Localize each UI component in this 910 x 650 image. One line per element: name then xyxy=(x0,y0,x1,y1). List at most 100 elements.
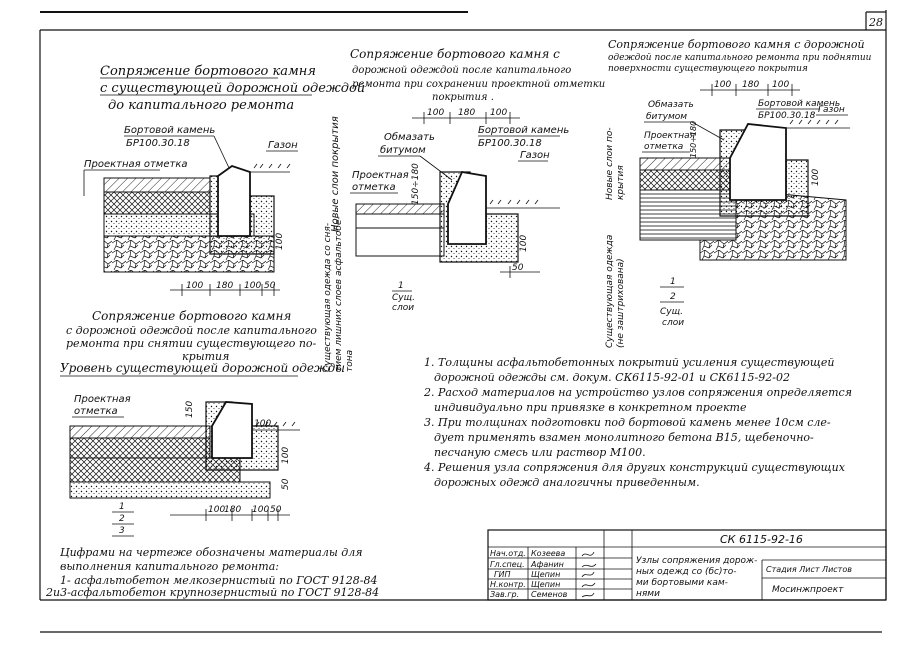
tb-title-4: нями xyxy=(636,589,660,599)
d3-bitumen-2: битумом xyxy=(646,112,687,122)
tb-role-1: Нач.отд. xyxy=(490,549,526,558)
d2-dim-v: 100 xyxy=(519,235,529,252)
d3-title-line2: одеждой после капитального ремонта при п… xyxy=(608,53,872,63)
d3-design-mark-2: отметка xyxy=(644,142,683,152)
tb-name-2: Афанин xyxy=(530,560,564,569)
d3-layer-2: 2 xyxy=(670,292,676,302)
d2-title-line4: покрытия . xyxy=(432,92,494,103)
d2-curb-label: Бортовой камень xyxy=(478,125,569,136)
note-3-line1: 3. При толщинах подготовки под бортовой … xyxy=(424,416,831,429)
tb-title-1: Узлы сопряжения дорож- xyxy=(636,556,757,566)
d2-existing-side-2: тием лишних слоев асфальтобе- xyxy=(334,216,344,372)
tb-role-2: Гл.спец. xyxy=(490,560,525,569)
note-1-line1: 1. Толщины асфальтобетонных покрытий уси… xyxy=(424,356,834,369)
d3-layer-sloi: слои xyxy=(662,318,684,328)
title-block: СК 6115-92-16 Нач.отд. Гл.спец. ГИП Н.ко… xyxy=(487,529,887,601)
d1-curb-label: Бортовой камень xyxy=(124,125,215,136)
tb-role-3: ГИП xyxy=(494,570,510,579)
d1-dim-100b: 100 xyxy=(244,281,261,291)
d3-dim-100b: 100 xyxy=(772,80,789,90)
d2-lawn-label: Газон xyxy=(520,150,550,161)
d1-title-line2: с существующей дорожной одеждой xyxy=(100,81,365,96)
d3-title-line1: Сопряжение бортового камня с дорожной xyxy=(608,38,865,51)
signature-marks xyxy=(581,551,597,598)
detail-3: Сопряжение бортового камня с дорожной од… xyxy=(605,38,872,348)
d2-title-line3: ремонта при сохранении проектной отметки xyxy=(352,79,605,90)
d4-dim-50-v: 50 xyxy=(281,478,291,490)
d2-layer-sush: Сущ. xyxy=(392,293,415,303)
d3-dim-100a: 100 xyxy=(714,80,731,90)
d3-dim-150: 150÷180 xyxy=(689,121,698,158)
d1-lawn-label: Газон xyxy=(268,140,298,151)
d1-dim-v: 100 xyxy=(275,233,285,250)
d2-curb-code: БР100.30.18 xyxy=(478,138,542,149)
d2-title-line2: дорожной одеждой после капитального xyxy=(352,65,571,76)
tb-role-5: Зав.гр. xyxy=(490,590,519,599)
note-2-line1: 2. Расход материалов на устройство узлов… xyxy=(423,386,852,399)
note-2-line2: индивидуально при привязке в конкретном … xyxy=(434,401,747,414)
d3-existing-1: Существующая одежда xyxy=(605,235,615,348)
d2-design-mark-2: отметка xyxy=(352,182,396,193)
d2-existing-side-3: тона xyxy=(345,350,355,372)
d1-title-line1: Сопряжение бортового камня xyxy=(100,64,316,79)
d4-title-line1: Сопряжение бортового камня xyxy=(92,309,291,323)
d3-design-mark-1: Проектная xyxy=(644,131,696,141)
tb-title-3: ми бортовыми кам- xyxy=(636,578,728,588)
d4-level: Уровень существующей дорожной одежды xyxy=(60,361,345,375)
d3-new-layers-2: крытия xyxy=(616,165,626,200)
d4-title-line4: крытия xyxy=(182,350,229,363)
d3-layer-1: 1 xyxy=(670,277,676,287)
d1-title-line3: до капитального ремонта xyxy=(108,98,294,113)
legend-line2: выполнения капитального ремонта: xyxy=(60,560,279,573)
d1-design-mark: Проектная отметка xyxy=(84,159,188,170)
page-number: 28 xyxy=(868,16,883,29)
d2-title-line1: Сопряжение бортового камня с xyxy=(350,47,560,61)
d2-dim-100a: 100 xyxy=(427,108,444,118)
d2-existing-side-1: Существующая одежда со сня- xyxy=(323,223,333,372)
d4-dim-50: 50 xyxy=(270,505,282,515)
d2-dim-150: 150÷180 xyxy=(411,163,421,205)
d4-dim-150: 150 xyxy=(185,401,195,418)
d4-layer-1: 1 xyxy=(119,502,125,512)
d4-dim-v: 100 xyxy=(281,447,291,464)
d4-design-mark-1: Проектная xyxy=(74,394,131,405)
drawing-code: СК 6115-92-16 xyxy=(720,533,803,546)
d1-dim-180: 180 xyxy=(216,281,233,291)
notes: 1. Толщины асфальтобетонных покрытий уси… xyxy=(423,356,852,489)
d2-dim-100b: 100 xyxy=(490,108,507,118)
d2-dim-180: 180 xyxy=(458,108,475,118)
d4-dim-100b: 100 xyxy=(252,505,269,515)
d3-layer-sush: Сущ. xyxy=(660,307,683,317)
d2-layer-sloi: слои xyxy=(392,303,414,313)
d3-new-layers-1: Новые слои по- xyxy=(605,127,615,200)
detail-2: Сопряжение бортового камня с дорожной од… xyxy=(323,47,605,372)
tb-name-3: Щепин xyxy=(531,570,560,579)
d4-design-mark-2: отметка xyxy=(74,406,118,417)
d1-curb-code: БР100.30.18 xyxy=(126,138,190,149)
legend-line3: 1- асфальтобетон мелкозернистый по ГОСТ … xyxy=(60,574,377,587)
detail-4: Сопряжение бортового камня с дорожной од… xyxy=(60,309,345,537)
d4-title-line2: с дорожной одеждой после капитального xyxy=(66,324,317,337)
d2-bitumen-2: битумом xyxy=(380,144,426,156)
d2-dim-50: 50 xyxy=(512,263,524,273)
d3-title-line3: поверхности существующего покрытия xyxy=(608,64,808,74)
d2-bitumen-1: Обмазать xyxy=(384,131,435,143)
note-4-line1: 4. Решения узла сопряжения для других ко… xyxy=(423,461,846,474)
note-1-line2: дорожной одежды см. докум. СК6115-92-01 … xyxy=(434,371,790,384)
note-4-line2: дорожных одежд аналогичны приведенным. xyxy=(434,476,700,489)
d2-design-mark-1: Проектная xyxy=(352,170,409,181)
detail-1: Сопряжение бортового камня с существующе… xyxy=(83,64,365,296)
d4-layer-3: 3 xyxy=(119,526,125,536)
d3-dim-v: 100 xyxy=(811,169,821,186)
tb-name-5: Семенов xyxy=(531,590,568,599)
tb-name-4: Щепин xyxy=(531,580,560,589)
legend-line4: 2и3-асфальтобетон крупнозернистый по ГОС… xyxy=(45,586,379,599)
d3-curb-label: Бортовой камень xyxy=(758,99,840,109)
d4-dim-100top: 100 xyxy=(254,419,271,429)
d4-title-line3: ремонта при снятии существующего по- xyxy=(66,337,317,350)
d3-existing-2: (не заштрихована) xyxy=(616,258,626,348)
d2-layer-1: 1 xyxy=(398,281,404,291)
note-3-line2: дует применять взамен монолитного бетона… xyxy=(434,431,814,444)
tb-name-1: Козеева xyxy=(531,549,565,558)
